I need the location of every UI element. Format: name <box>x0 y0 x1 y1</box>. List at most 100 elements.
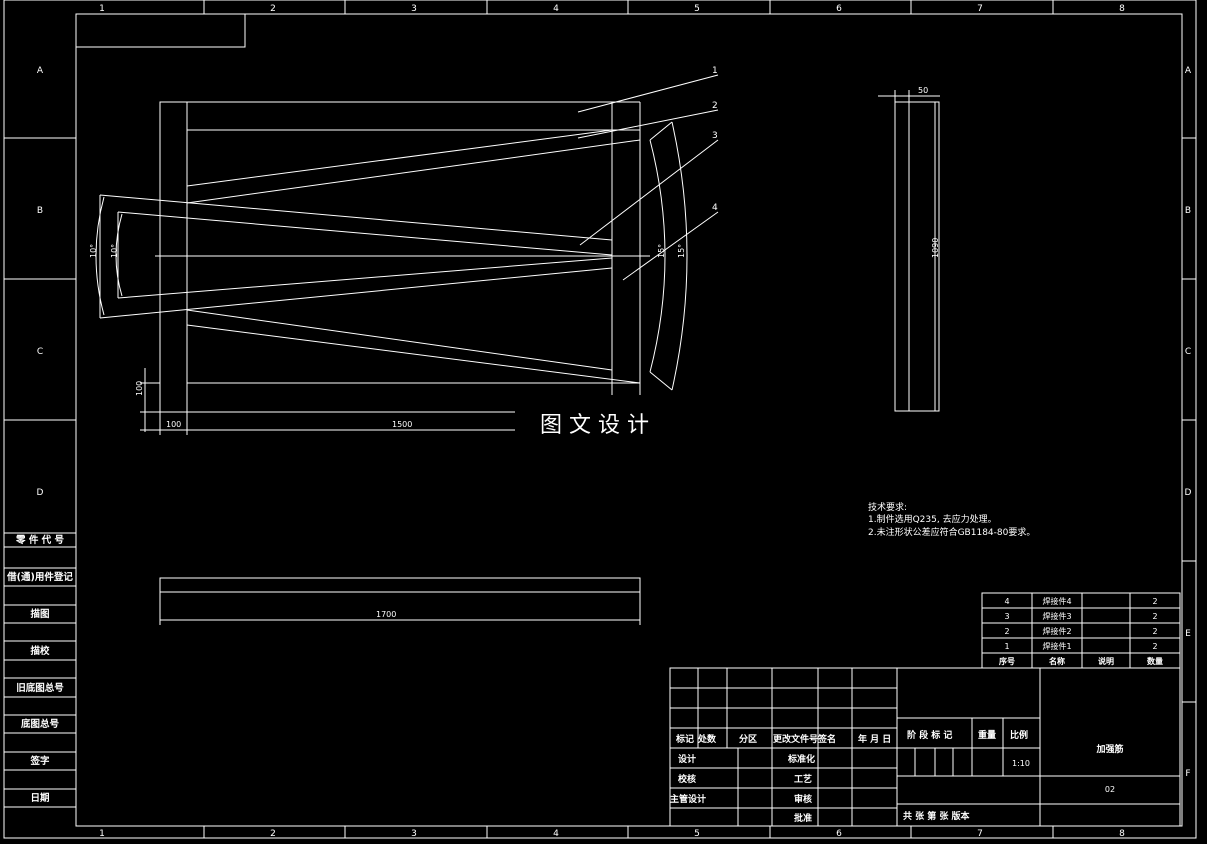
outer-border <box>3 0 1197 839</box>
tb-drawing-no: 02 <box>1105 785 1115 794</box>
tb-label: 分区 <box>739 733 757 745</box>
tb-scale: 1:10 <box>1012 759 1030 768</box>
dim-label: 1700 <box>376 610 396 619</box>
tb-label: 审核 <box>794 793 812 805</box>
parts-cell: 2 <box>1152 642 1157 651</box>
col-label: 7 <box>977 4 983 14</box>
dim-label: 50 <box>918 86 928 95</box>
row-label: D <box>1185 488 1192 498</box>
tech-note-line: 2.未注形状公差应符合GB1184-80要求。 <box>868 526 1035 538</box>
dim-label: 100 <box>135 381 144 396</box>
tb-label: 处数 <box>697 733 717 745</box>
tb-label: 工艺 <box>794 773 812 785</box>
dim-label: 15° <box>677 244 686 258</box>
title-block-grid <box>669 667 1181 827</box>
panel-label: 日期 <box>30 792 49 804</box>
parts-cell: 1 <box>1004 642 1009 651</box>
column-labels-bottom: 1 2 3 4 5 6 7 8 <box>99 829 1125 839</box>
tb-label: 比例 <box>1010 729 1028 741</box>
col-label: 3 <box>411 4 417 14</box>
col-label: 8 <box>1119 4 1125 14</box>
row-label: C <box>1185 347 1191 357</box>
col-label: 1 <box>99 829 105 839</box>
dim-label: 15° <box>657 244 666 258</box>
dim-label: 1500 <box>392 420 412 429</box>
tb-label: 批准 <box>794 812 812 824</box>
tb-label: 设计 <box>678 753 696 765</box>
column-labels-top: 1 2 3 4 5 6 7 8 <box>99 4 1125 14</box>
tb-label: 签名 <box>817 733 836 745</box>
panel-label: 描校 <box>30 645 50 657</box>
row-label: F <box>1185 769 1190 779</box>
parts-cell: 2 <box>1152 627 1157 636</box>
leader-label: 1 <box>712 66 718 76</box>
parts-header: 名称 <box>1049 656 1065 666</box>
leader-label: 2 <box>712 101 718 111</box>
parts-cell: 2 <box>1004 627 1009 636</box>
row-labels-left: A B C D <box>37 66 44 498</box>
watermark-text: 图 文 设 计 <box>540 413 649 438</box>
tb-label: 标记 <box>675 733 694 745</box>
parts-cell: 焊接件2 <box>1042 626 1071 636</box>
parts-cell: 3 <box>1004 612 1009 621</box>
col-label: 5 <box>694 4 700 14</box>
panel-label: 旧底图总号 <box>16 682 64 694</box>
tech-notes: 技术要求: 1.制件选用Q235, 去应力处理。 2.未注形状公差应符合GB11… <box>868 501 1035 538</box>
tb-label: 主管设计 <box>670 793 706 805</box>
title-block-text: 标记 处数 分区 更改文件号 签名 年 月 日 设计 校核 主管设计 标准化 工… <box>670 729 1124 824</box>
tb-label: 重量 <box>978 729 996 741</box>
parts-cell: 焊接件3 <box>1042 611 1071 621</box>
tech-note-line: 1.制件选用Q235, 去应力处理。 <box>868 513 997 525</box>
row-label: A <box>37 66 44 76</box>
main-view <box>95 74 719 435</box>
main-view-labels: 1 2 3 4 10° 10° 15° 15° 100 100 1500 <box>89 66 718 429</box>
row-label: B <box>1185 206 1191 216</box>
col-label: 5 <box>694 829 700 839</box>
dim-label: 1090 <box>931 238 940 258</box>
leader-label: 3 <box>712 131 718 141</box>
col-label: 2 <box>270 829 276 839</box>
tech-notes-title: 技术要求: <box>868 501 907 513</box>
col-label: 3 <box>411 829 417 839</box>
panel-label: 签字 <box>29 755 50 767</box>
dim-label: 100 <box>166 420 181 429</box>
leader-label: 4 <box>712 203 718 213</box>
row-ticks <box>4 137 1196 703</box>
side-view <box>878 90 940 412</box>
panel-label: 描图 <box>30 608 49 620</box>
tb-label: 标准化 <box>787 753 815 765</box>
top-left-box <box>76 14 246 48</box>
panel-label: 零 件 代 号 <box>15 534 64 546</box>
dim-label: 10° <box>89 244 98 258</box>
parts-header: 说明 <box>1098 656 1114 666</box>
panel-label: 底图总号 <box>20 718 60 730</box>
parts-cell: 2 <box>1152 612 1157 621</box>
col-label: 1 <box>99 4 105 14</box>
parts-cell: 焊接件1 <box>1042 641 1071 651</box>
parts-cell: 2 <box>1152 597 1157 606</box>
tb-label: 校核 <box>678 773 696 785</box>
col-label: 2 <box>270 4 276 14</box>
left-panel-grid <box>4 532 76 808</box>
parts-cell: 4 <box>1004 597 1009 606</box>
col-label: 4 <box>553 829 559 839</box>
tb-label: 更改文件号 <box>773 733 818 745</box>
col-label: 8 <box>1119 829 1125 839</box>
left-panel-labels: 零 件 代 号 借(通)用件登记 描图 描校 旧底图总号 底图总号 签字 日期 <box>6 534 73 804</box>
tb-sheet-info: 共 张 第 张 版本 <box>903 810 971 822</box>
parts-table-text: 4 焊接件4 2 3 焊接件3 2 2 焊接件2 2 1 焊接件1 2 序号 名… <box>999 596 1163 666</box>
parts-header: 数量 <box>1147 656 1163 666</box>
column-ticks <box>203 0 1054 838</box>
row-label: C <box>37 347 43 357</box>
bar-view <box>159 577 641 625</box>
parts-header: 序号 <box>999 656 1015 666</box>
col-label: 6 <box>836 4 842 14</box>
row-label: A <box>1185 66 1192 76</box>
col-label: 7 <box>977 829 983 839</box>
tb-label: 阶 段 标 记 <box>907 729 952 741</box>
parts-cell: 焊接件4 <box>1042 596 1071 606</box>
row-labels-right: A B C D E F <box>1185 66 1192 779</box>
row-label: D <box>37 488 44 498</box>
panel-label: 借(通)用件登记 <box>6 571 73 583</box>
